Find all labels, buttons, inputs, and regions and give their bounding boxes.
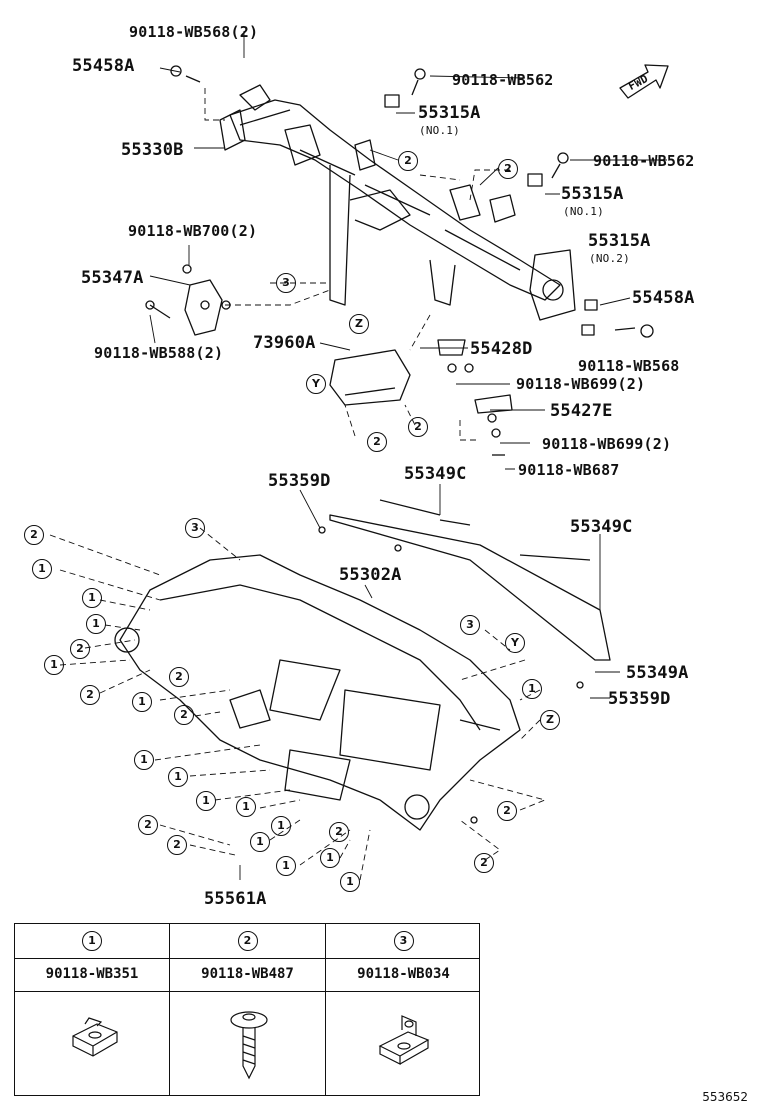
reinforcement-beam — [219, 84, 576, 321]
callout-2: 2 — [174, 705, 194, 725]
fastener-legend: 1 90118-WB351 2 90118-WB487 3 90118-WB03… — [14, 923, 480, 1096]
legend-column-3: 3 90118-WB034 — [326, 924, 481, 1095]
callout-z: Z — [349, 314, 369, 334]
callout-1: 1 — [320, 848, 340, 868]
callout-2: 2 — [169, 667, 189, 687]
label-55428d: 55428D — [470, 339, 533, 359]
legend-callout-3: 3 — [393, 931, 414, 951]
legend-header-row — [15, 924, 479, 959]
label-90118-wb699-2-b: 90118-WB699(2) — [542, 435, 672, 453]
legend-part-3: 90118-WB034 — [357, 966, 450, 982]
label-55427e: 55427E — [550, 401, 613, 421]
callout-1: 1 — [86, 614, 106, 634]
callout-1: 1 — [168, 767, 188, 787]
callout-1: 1 — [32, 559, 52, 579]
label-55359d-top: 55359D — [268, 471, 331, 491]
screw-icon — [230, 1011, 268, 1080]
label-55458a-left: 55458A — [72, 56, 135, 76]
label-90118-wb699-2-a: 90118-WB699(2) — [516, 375, 646, 393]
label-55349c-right: 55349C — [570, 517, 633, 537]
label-55458a-right: 55458A — [632, 288, 695, 308]
callout-2: 2 — [24, 525, 44, 545]
bracket-55428d — [437, 339, 466, 356]
callout-1: 1 — [340, 872, 360, 892]
label-90118-wb568-right: 90118-WB568 — [578, 357, 680, 375]
label-55315a-c-note: (NO.2) — [589, 252, 630, 265]
callout-2: 2 — [408, 417, 428, 437]
callout-1: 1 — [196, 791, 216, 811]
legend-part-1: 90118-WB351 — [45, 966, 139, 982]
label-55302a: 55302A — [339, 565, 402, 585]
callout-3: 3 — [460, 615, 480, 635]
callout-2: 2 — [498, 159, 518, 179]
callout-2: 2 — [80, 685, 100, 705]
legend-part-row — [15, 958, 479, 992]
callout-1: 1 — [522, 679, 542, 699]
callout-2: 2 — [329, 822, 349, 842]
clip-nut-icon — [72, 1017, 118, 1057]
callout-2: 2 — [167, 835, 187, 855]
callout-1: 1 — [82, 588, 102, 608]
label-55349c-top: 55349C — [404, 464, 467, 484]
label-55315a-c: 55315A — [588, 231, 651, 251]
callout-y: Y — [505, 633, 525, 653]
callout-3: 3 — [276, 273, 296, 293]
callout-2: 2 — [474, 853, 494, 873]
callout-2: 2 — [138, 815, 158, 835]
label-90118-wb562-b: 90118-WB562 — [593, 152, 695, 170]
legend-callout-1: 1 — [82, 931, 102, 951]
callout-2: 2 — [367, 432, 387, 452]
callout-2: 2 — [70, 639, 90, 659]
u-nut-icon — [378, 1015, 430, 1065]
fasteners — [145, 65, 654, 456]
callout-y: Y — [306, 374, 326, 394]
legend-part-2: 90118-WB487 — [201, 966, 294, 982]
label-55347a: 55347A — [81, 268, 144, 288]
label-55315a-b: 55315A — [561, 184, 624, 204]
legend-column-1: 1 90118-WB351 — [15, 924, 170, 1095]
callout-2: 2 — [398, 151, 418, 171]
diagram-code: 553652 — [702, 1090, 748, 1104]
label-55315a-a-note: (NO.1) — [419, 124, 460, 137]
airbag-73960a — [329, 349, 411, 406]
legend-callout-2: 2 — [237, 931, 258, 951]
label-90118-wb568-2-top: 90118-WB568(2) — [129, 23, 259, 41]
callout-1: 1 — [132, 692, 152, 712]
label-90118-wb700-2: 90118-WB700(2) — [128, 222, 258, 240]
label-90118-wb562-a: 90118-WB562 — [452, 71, 554, 89]
callout-z: Z — [540, 710, 560, 730]
callout-2: 2 — [497, 801, 517, 821]
fwd-arrow — [619, 64, 669, 99]
label-90118-wb687: 90118-WB687 — [518, 461, 620, 479]
label-55561a: 55561A — [204, 889, 267, 909]
callout-1: 1 — [236, 797, 256, 817]
label-55359d-right: 55359D — [608, 689, 671, 709]
callout-3: 3 — [185, 518, 205, 538]
legend-column-2: 2 90118-WB487 — [170, 924, 326, 1095]
instrument-panel-55302a — [114, 554, 521, 831]
callout-1: 1 — [44, 655, 64, 675]
callout-1: 1 — [276, 856, 296, 876]
label-55330b: 55330B — [121, 140, 184, 160]
label-55349a: 55349A — [626, 663, 689, 683]
label-55315a-a: 55315A — [418, 103, 481, 123]
callout-1: 1 — [271, 816, 291, 836]
callout-1: 1 — [134, 750, 154, 770]
label-55315a-b-note: (NO.1) — [563, 205, 604, 218]
bracket-55347a — [184, 279, 223, 336]
defroster-strips — [318, 499, 611, 689]
label-90118-wb588-2: 90118-WB588(2) — [94, 344, 224, 362]
callout-1: 1 — [250, 832, 270, 852]
label-73960a: 73960A — [253, 333, 316, 353]
